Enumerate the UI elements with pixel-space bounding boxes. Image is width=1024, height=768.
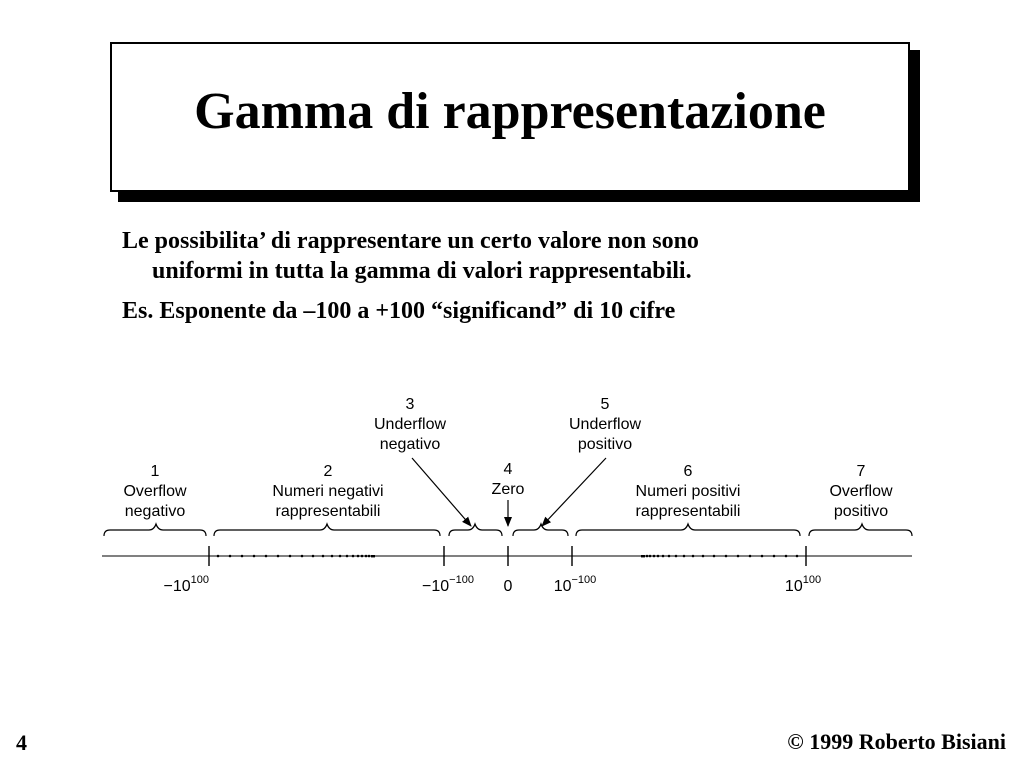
- tick-labels: −10100 −10−100 0 10−100 10100: [164, 574, 822, 595]
- region-5-line1: Underflow: [569, 416, 641, 433]
- tick-label-pos-min: 10−100: [554, 574, 597, 595]
- region-7-number: 7: [857, 463, 866, 480]
- brace-region-3: [448, 522, 503, 537]
- body-line-1: Le possibilita’ di rappresentare un cert…: [122, 228, 699, 254]
- region-1-line2: negativo: [125, 503, 186, 520]
- page-title: Gamma di rappresentazione: [194, 83, 826, 140]
- title-box: Gamma di rappresentazione: [110, 42, 910, 192]
- region-6-line2: rappresentabili: [636, 503, 741, 520]
- region-1-line1: Overflow: [123, 483, 187, 500]
- region-3-line2: negativo: [380, 436, 441, 453]
- tick-exp-neg-max: 100: [191, 574, 209, 586]
- brace-region-2: [213, 522, 441, 537]
- region-1-number: 1: [151, 463, 160, 480]
- page-number: 4: [16, 730, 27, 755]
- tick-label-zero: 0: [504, 578, 513, 595]
- arrow-region-3: [411, 457, 472, 527]
- annotation-arrows: [411, 457, 607, 527]
- region-6-number: 6: [684, 463, 693, 480]
- region-7-line1: Overflow: [829, 483, 893, 500]
- brace-region-1: [103, 522, 207, 537]
- tick-exp-pos-max: 100: [803, 574, 821, 586]
- region-braces: [103, 522, 913, 537]
- region-6-line1: Numeri positivi: [636, 483, 741, 500]
- region-3-number: 3: [406, 396, 415, 413]
- arrow-region-5: [541, 457, 607, 527]
- region-3-line1: Underflow: [374, 416, 446, 433]
- region-2-line2: rappresentabili: [276, 503, 381, 520]
- tick-label-neg-min: −10−100: [422, 574, 474, 595]
- brace-region-6: [575, 522, 801, 537]
- brace-region-7: [808, 522, 913, 537]
- brace-region-5: [512, 522, 569, 537]
- region-4-number: 4: [504, 461, 513, 478]
- region-7-line2: positivo: [834, 503, 888, 520]
- region-5-number: 5: [601, 396, 610, 413]
- region-2-number: 2: [324, 463, 333, 480]
- region-5-line2: positivo: [578, 436, 632, 453]
- region-labels: 1 Overflow negativo 2 Numeri negativi ra…: [123, 396, 893, 520]
- tick-label-pos-max: 10100: [785, 574, 821, 595]
- copyright-notice: © 1999 Roberto Bisiani: [787, 729, 1006, 754]
- tick-exp-pos-min: −100: [572, 574, 597, 586]
- tick-label-neg-max: −10100: [164, 574, 210, 595]
- body-line-2: uniformi in tutta la gamma di valori rap…: [152, 258, 692, 284]
- tick-marks: [208, 546, 807, 566]
- region-4-line1: Zero: [492, 481, 525, 498]
- region-2-line1: Numeri negativi: [272, 483, 383, 500]
- dots-negative: [216, 554, 375, 558]
- body-line-3: Es. Esponente da –100 a +100 “significan…: [122, 298, 676, 324]
- dots-positive: [641, 554, 799, 558]
- tick-exp-neg-min: −100: [449, 574, 474, 586]
